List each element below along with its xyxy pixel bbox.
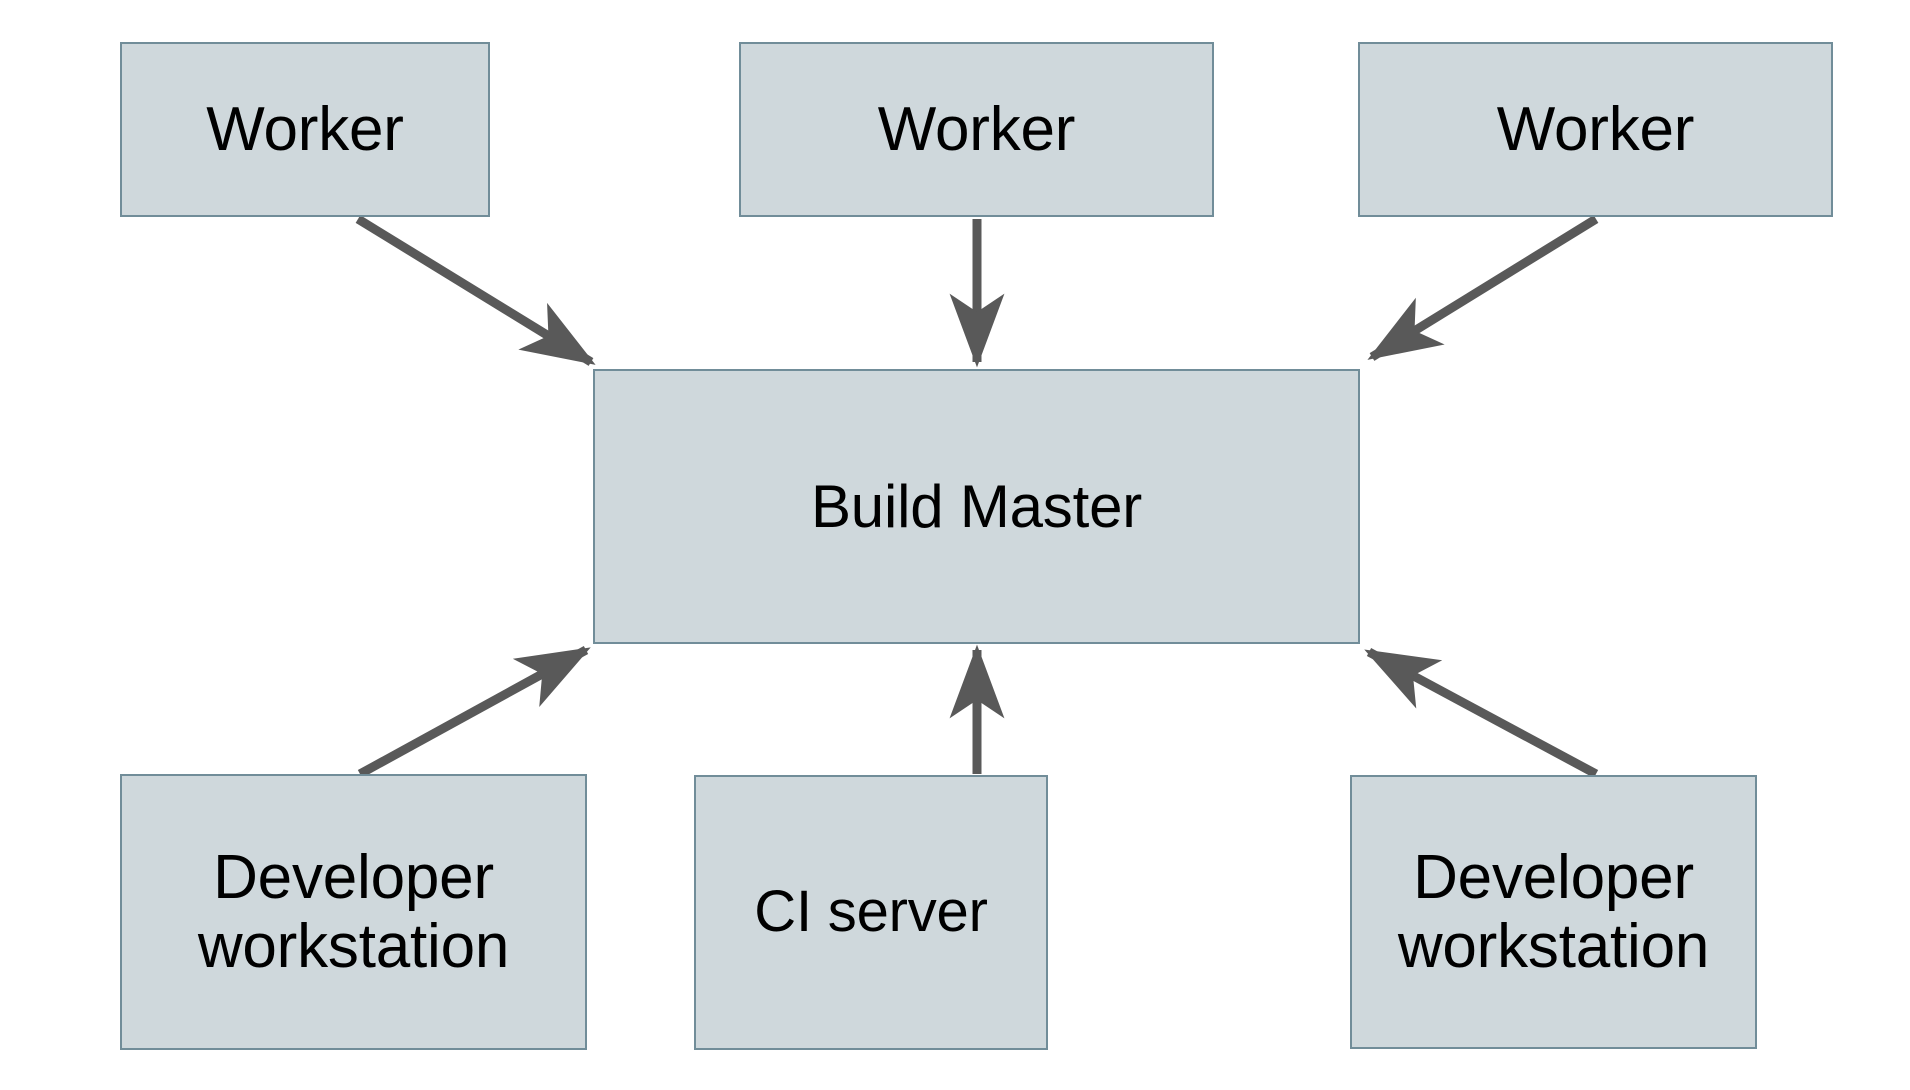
edge-worker1-to-build-master: [355, 215, 596, 366]
edge-devright-to-build-master: [1364, 648, 1599, 778]
node-build-master[interactable]: Build Master: [593, 369, 1360, 644]
node-worker-2-label: Worker: [877, 94, 1076, 164]
node-build-master-label: Build Master: [810, 472, 1143, 540]
node-worker-1[interactable]: Worker: [120, 42, 490, 217]
edge-worker3-to-build-master: [1367, 215, 1599, 361]
node-developer-workstation-right-label: Developer workstation: [1397, 842, 1710, 981]
node-ci-server[interactable]: CI server: [694, 775, 1048, 1050]
node-developer-workstation-left-label: Developer workstation: [197, 842, 510, 981]
node-developer-workstation-right[interactable]: Developer workstation: [1350, 775, 1757, 1049]
node-developer-workstation-left[interactable]: Developer workstation: [120, 774, 587, 1050]
node-worker-3-label: Worker: [1496, 94, 1695, 164]
node-ci-server-label: CI server: [754, 879, 988, 945]
node-worker-1-label: Worker: [206, 94, 404, 164]
node-worker-3[interactable]: Worker: [1358, 42, 1833, 217]
node-worker-2[interactable]: Worker: [739, 42, 1214, 217]
edge-devleft-to-build-master: [357, 646, 591, 778]
